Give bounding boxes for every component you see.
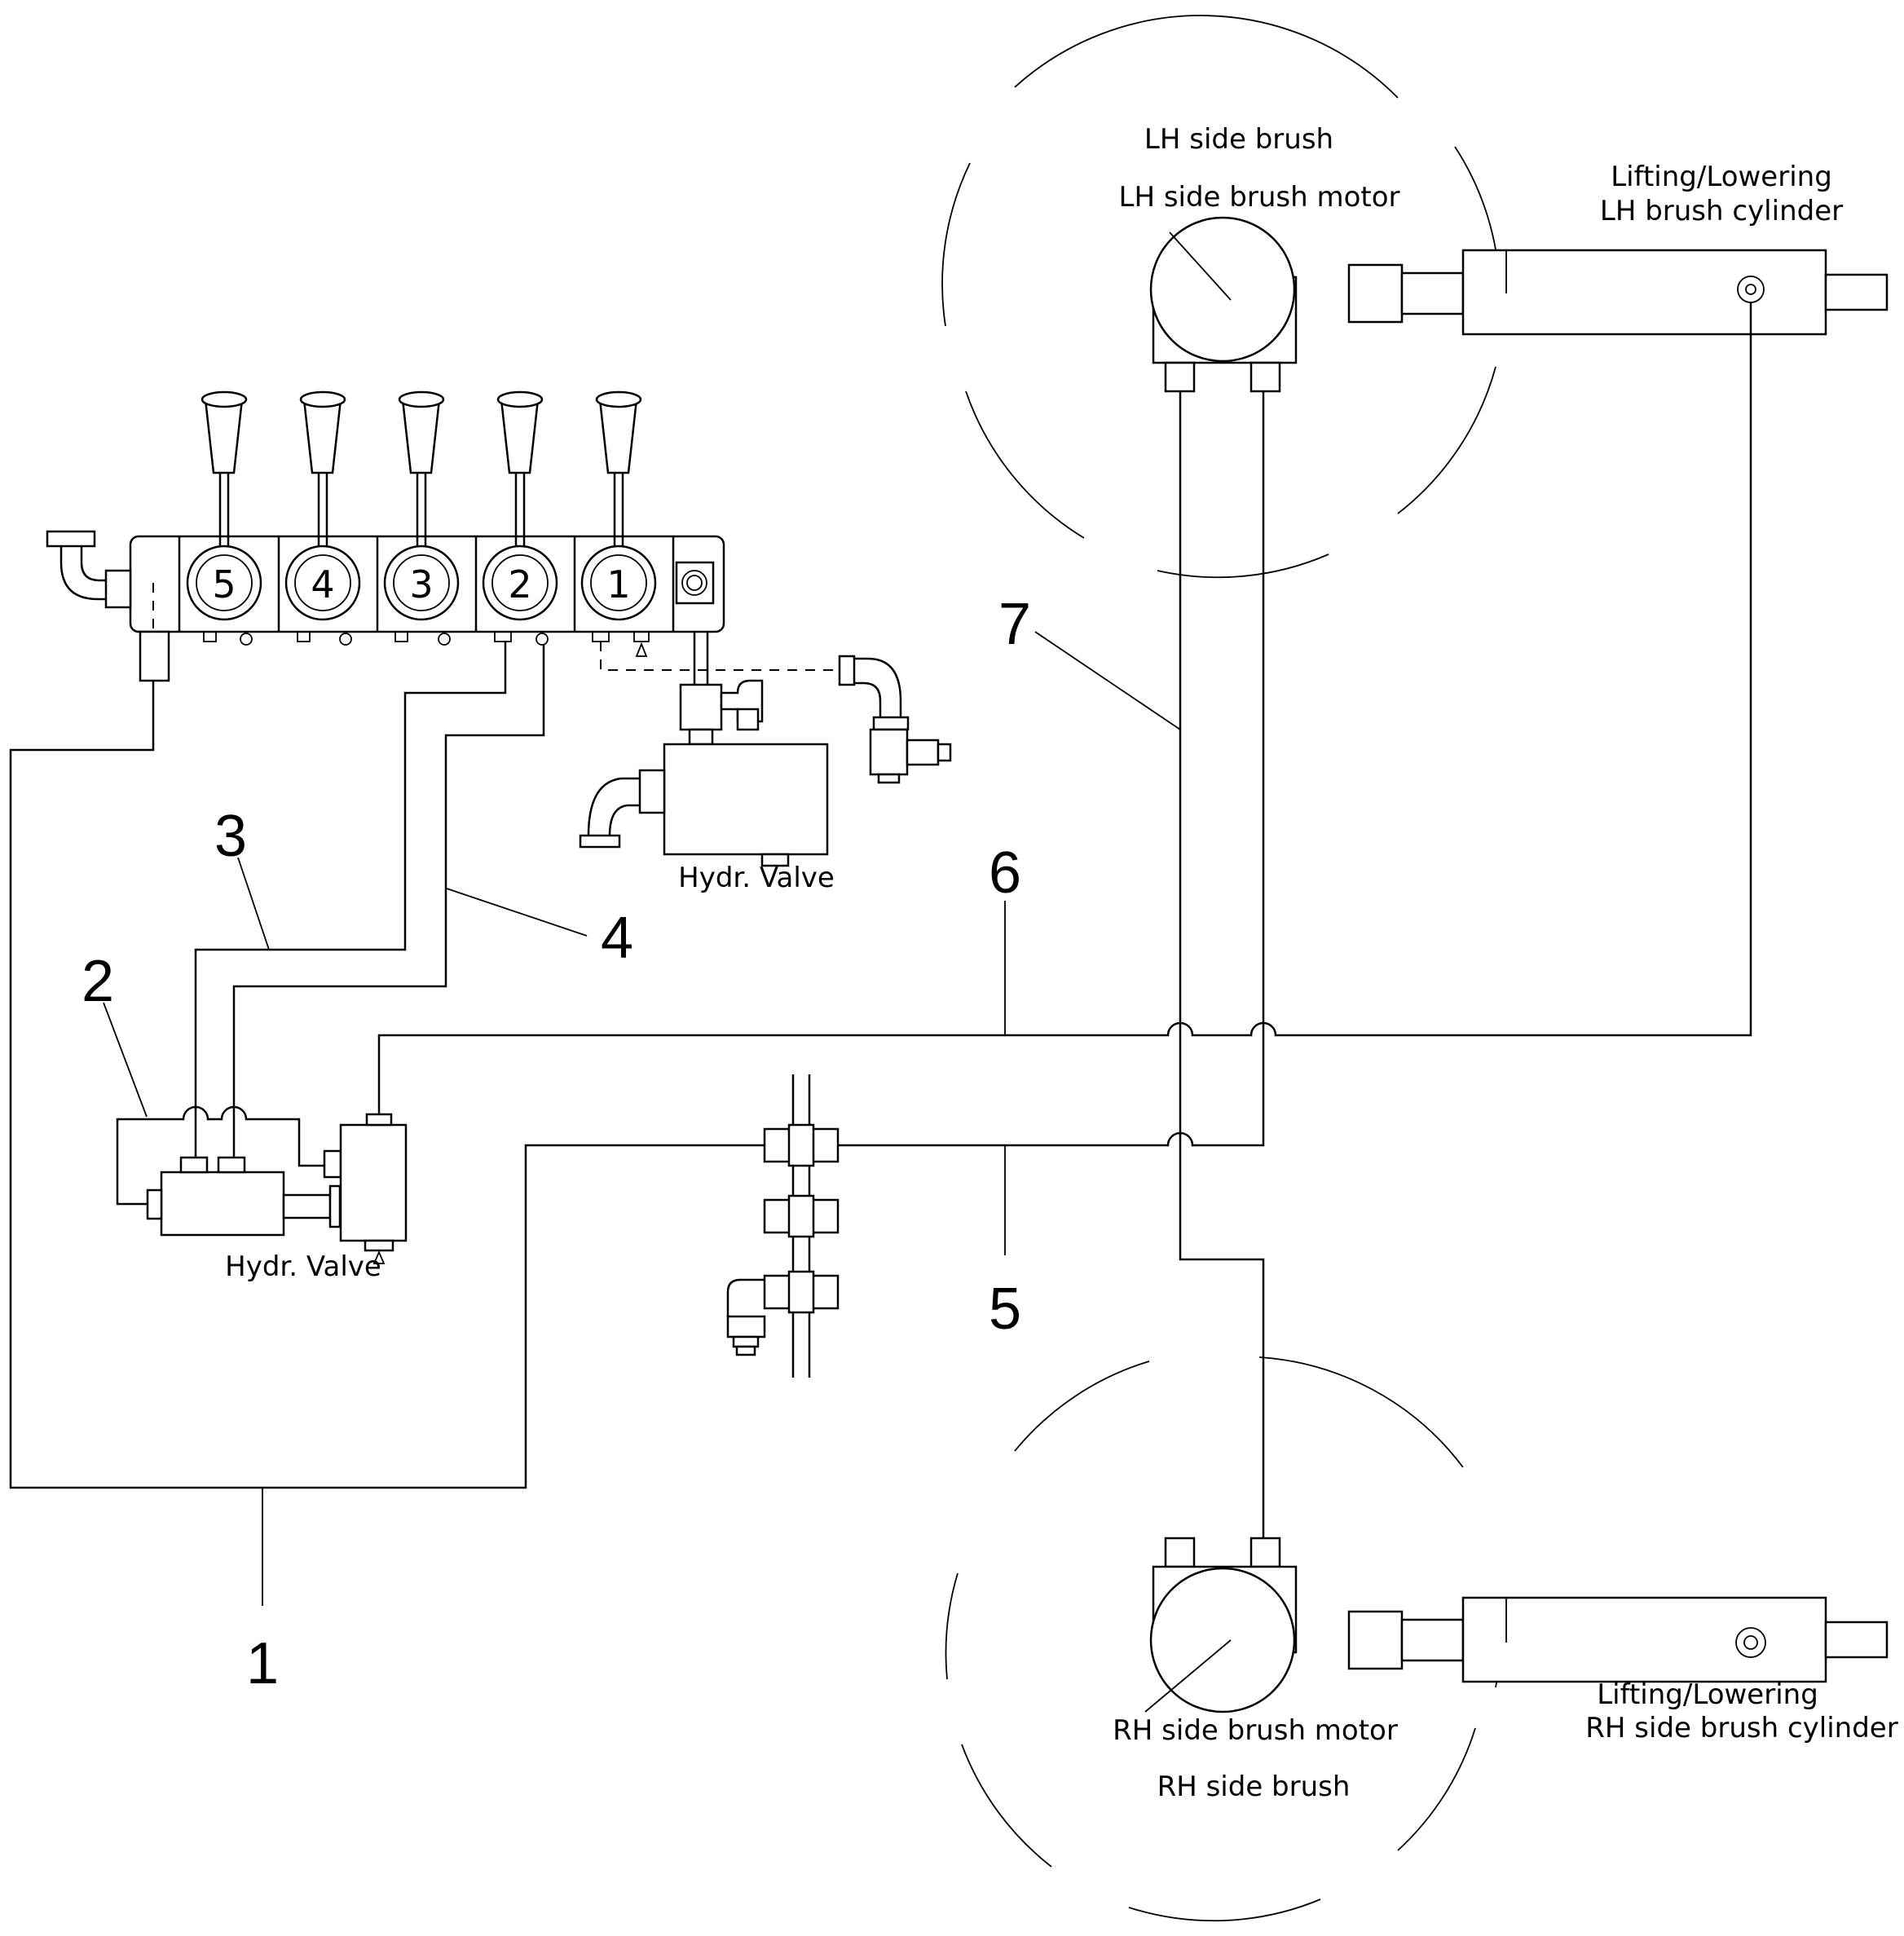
lh-side-brush-label: LH side brush xyxy=(1144,123,1333,156)
rh-side-brush-motor-label: RH side brush motor xyxy=(1113,1714,1398,1747)
callout-3: 3 xyxy=(214,804,247,869)
lever-5-label: 5 xyxy=(212,562,236,606)
callout-5: 5 xyxy=(989,1277,1021,1342)
lever-1[interactable] xyxy=(580,390,657,621)
lever-4[interactable] xyxy=(284,390,361,621)
pilot-elbow-fitting xyxy=(838,655,952,784)
lh-cylinder-label-line2: LH brush cylinder xyxy=(1600,195,1843,227)
lever-5[interactable] xyxy=(186,390,262,621)
rh-side-brush-motor xyxy=(1144,1537,1298,1713)
lh-cylinder-label-line1: Lifting/Lowering xyxy=(1611,161,1832,193)
callout-6: 6 xyxy=(989,840,1021,906)
hydr-valve-top xyxy=(579,632,829,867)
lh-side-brush-motor-label: LH side brush motor xyxy=(1119,181,1400,214)
rh-cylinder-label-line1: Lifting/Lowering xyxy=(1597,1678,1818,1711)
lever-4-label: 4 xyxy=(311,562,334,606)
callout-4: 4 xyxy=(601,906,633,971)
lh-side-brush xyxy=(941,15,1501,579)
lever-1-label: 1 xyxy=(606,562,630,606)
bulkhead-connector-block xyxy=(726,1074,840,1378)
callout-1: 1 xyxy=(246,1631,279,1696)
hydraulic-hoses xyxy=(9,302,1752,1538)
callouts xyxy=(103,631,1181,1606)
lh-side-brush-motor xyxy=(1149,216,1298,393)
rh-cylinder-label-line2: RH side brush cylinder xyxy=(1585,1712,1897,1744)
lever-2-label: 2 xyxy=(508,562,531,606)
callout-2: 2 xyxy=(82,949,114,1014)
rh-side-brush-label: RH side brush xyxy=(1157,1771,1351,1803)
lever-2[interactable] xyxy=(482,390,558,621)
callout-7: 7 xyxy=(998,592,1031,657)
rh-brush-cylinder xyxy=(1347,1596,1889,1683)
lever-3[interactable] xyxy=(383,390,460,621)
lever-3-label: 3 xyxy=(409,562,433,606)
lh-brush-cylinder xyxy=(1347,249,1889,336)
hydr-valve-bottom xyxy=(146,1113,408,1264)
hydr-valve-top-label: Hydr. Valve xyxy=(678,862,835,894)
hydr-valve-bottom-label: Hydr. Valve xyxy=(225,1250,381,1283)
